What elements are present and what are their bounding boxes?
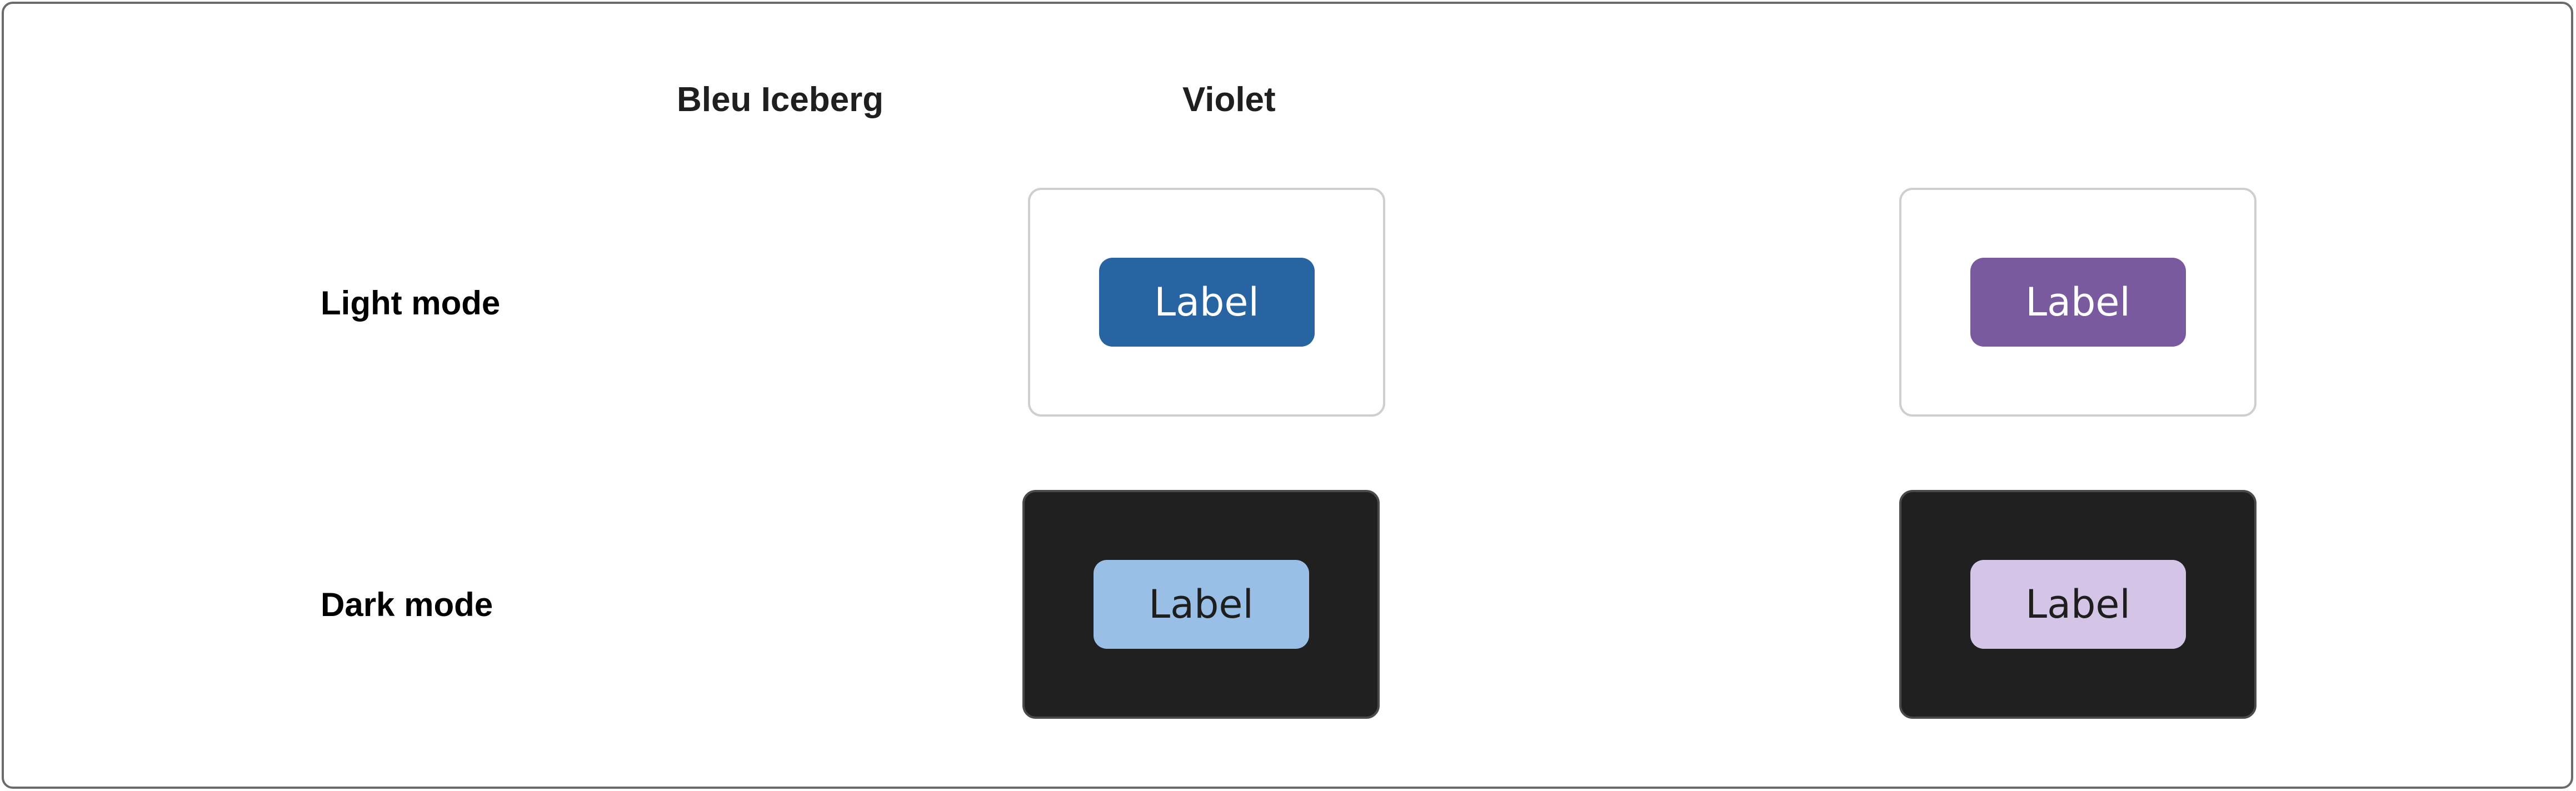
tile-light-violet: Label: [1899, 188, 2257, 417]
label-button-light-bleu-iceberg[interactable]: Label: [1099, 258, 1315, 347]
tile-dark-violet: Label: [1899, 490, 2257, 719]
label-button-light-violet[interactable]: Label: [1970, 258, 2186, 347]
label-button-dark-violet[interactable]: Label: [1970, 560, 2186, 649]
row-label-light-mode: Light mode: [321, 284, 501, 322]
row-label-dark-mode: Dark mode: [321, 586, 493, 623]
tile-light-bleu-iceberg: Label: [1028, 188, 1385, 417]
column-header-violet: Violet: [1182, 81, 1276, 119]
column-header-bleu-iceberg: Bleu Iceberg: [677, 81, 884, 119]
label-button-dark-bleu-iceberg[interactable]: Label: [1093, 560, 1309, 649]
tile-dark-bleu-iceberg: Label: [1022, 490, 1380, 719]
